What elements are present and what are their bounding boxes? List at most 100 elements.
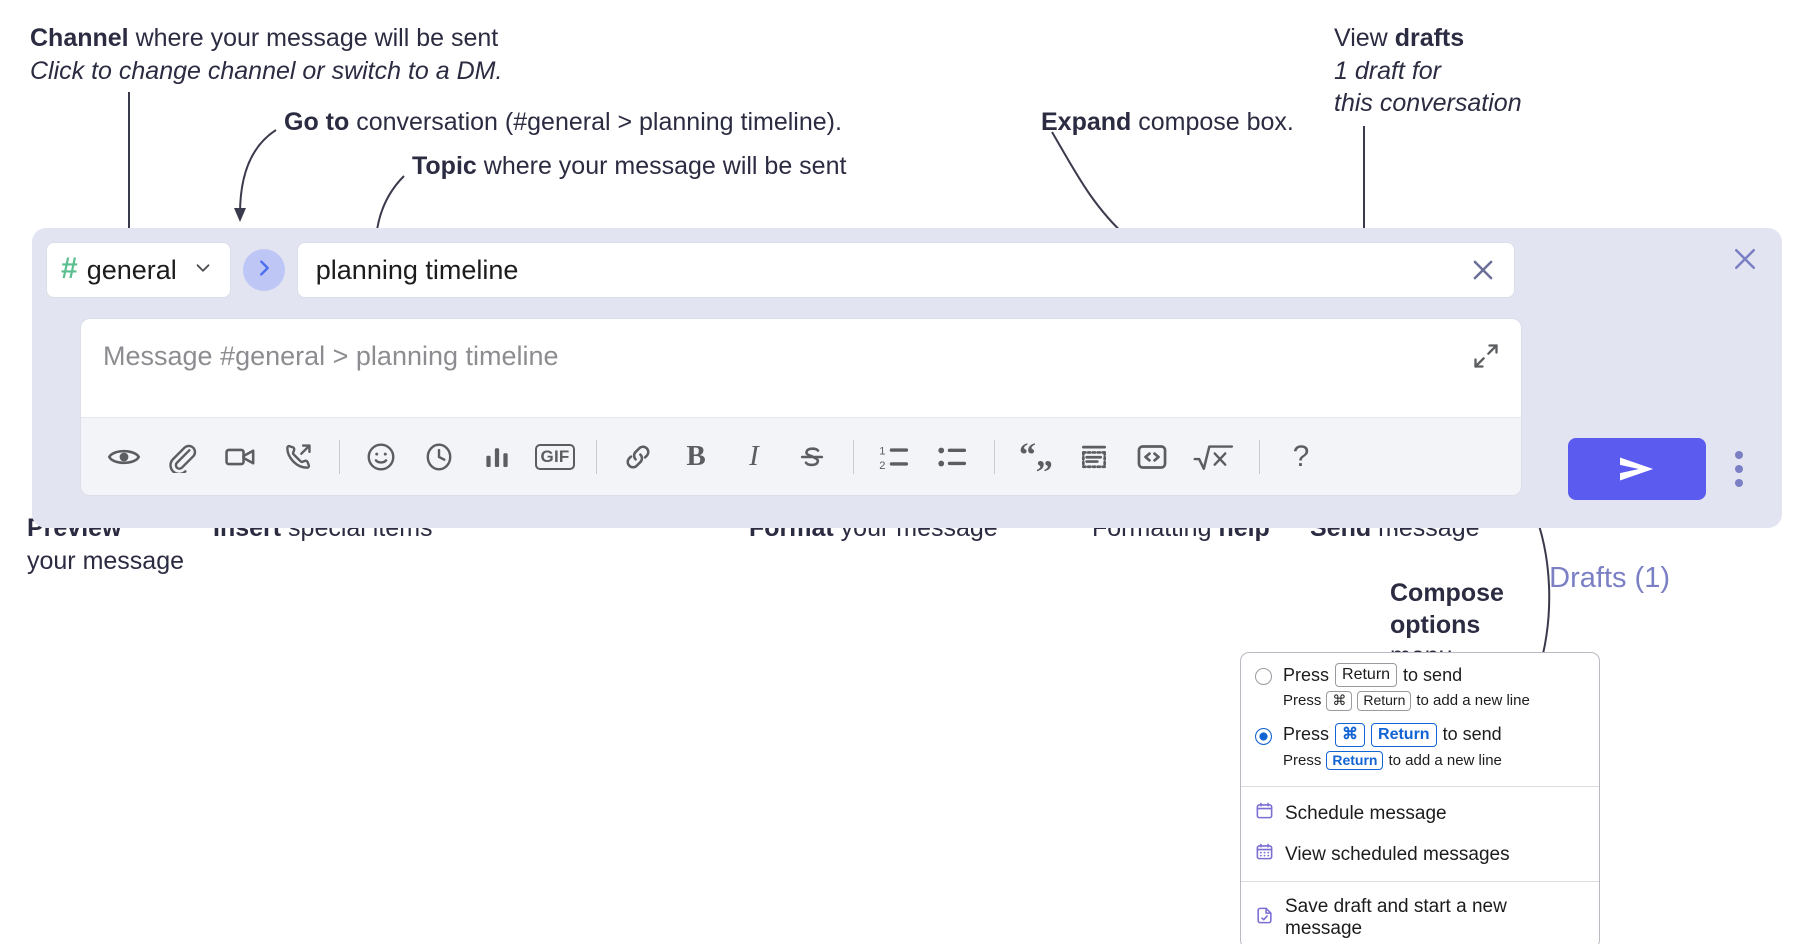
annotation-preview-line2: your message	[27, 546, 185, 575]
key-return: Return	[1335, 663, 1398, 687]
compose-options-button[interactable]	[1724, 444, 1754, 494]
annotation-channel-bold: Channel	[30, 24, 129, 52]
message-input[interactable]: Message #general > planning timeline	[81, 319, 1521, 419]
key-return: Return	[1326, 750, 1384, 770]
annotation-expand: Expand compose box.	[1041, 106, 1294, 139]
compose-options-menu: Press Return to send Press ⌘ Return to a…	[1240, 652, 1600, 944]
save-draft-icon	[1255, 906, 1274, 931]
gif-icon[interactable]: GIF	[531, 433, 579, 481]
annotation-goto: Go to conversation (#general > planning …	[284, 106, 842, 139]
help-label: ?	[1292, 439, 1310, 473]
annotation-compose-options-line2: options	[1390, 610, 1481, 639]
kebab-dot	[1735, 451, 1743, 459]
formatting-toolbar: GIF B I	[81, 417, 1521, 495]
italic-label: I	[749, 440, 759, 472]
bold-label: B	[686, 440, 706, 472]
annotation-expand-bold: Expand	[1041, 108, 1132, 136]
annotation-expand-rest: compose box.	[1131, 108, 1294, 136]
topic-input[interactable]: planning timeline	[296, 242, 1515, 298]
menu-item-view-scheduled-messages[interactable]: View scheduled messages	[1241, 834, 1599, 875]
svg-text:1: 1	[879, 445, 885, 457]
key-return: Return	[1357, 691, 1412, 711]
kebab-dot	[1735, 479, 1743, 487]
channel-selector[interactable]: # general	[46, 242, 231, 298]
clear-topic-icon[interactable]	[1466, 253, 1500, 287]
bold-icon[interactable]: B	[672, 433, 720, 481]
option-1-sub: Press ⌘ Return to add a new line	[1283, 691, 1530, 711]
annotation-drafts-line3: this conversation	[1334, 89, 1522, 117]
bulleted-list-icon[interactable]	[929, 433, 977, 481]
annotation-drafts: View drafts 1 draft for this conversatio…	[1334, 22, 1522, 120]
svg-text:2: 2	[879, 459, 885, 471]
ordered-list-icon[interactable]: 1 2	[871, 433, 919, 481]
option-1-pre: Press	[1283, 664, 1330, 685]
annotation-channel: Channel where your message will be sent …	[30, 22, 502, 87]
option-1-sub-post: to add a new line	[1416, 692, 1530, 710]
expand-icon[interactable]	[1469, 339, 1503, 373]
preview-icon[interactable]	[100, 433, 148, 481]
menu-divider	[1241, 786, 1599, 787]
italic-icon[interactable]: I	[730, 433, 778, 481]
huddle-icon[interactable]	[274, 433, 322, 481]
option-press-return-to-send[interactable]: Press Return to send Press ⌘ Return to a…	[1241, 653, 1599, 721]
attachment-icon[interactable]	[158, 433, 206, 481]
close-icon[interactable]	[1728, 242, 1762, 276]
chevron-down-icon	[192, 257, 214, 284]
radio-selected-icon[interactable]	[1255, 727, 1272, 745]
menu-item-save-draft[interactable]: Save draft and start a new message	[1241, 888, 1599, 944]
compose-header-row: # general planning timeline	[46, 242, 1515, 298]
help-icon[interactable]: ?	[1277, 433, 1325, 481]
annotation-compose-options-line1: Compose	[1390, 579, 1504, 607]
message-placeholder: Message #general > planning timeline	[103, 341, 559, 371]
send-arrow-icon	[1620, 457, 1654, 481]
option-2-post: to send	[1442, 724, 1502, 744]
annotation-drafts-line2: 1 draft for	[1334, 56, 1441, 85]
key-command: ⌘	[1335, 722, 1366, 747]
calendar-clock-icon	[1255, 801, 1274, 826]
key-command: ⌘	[1326, 691, 1353, 711]
toolbar-divider	[853, 439, 854, 474]
annotation-topic-rest: where your message will be sent	[476, 152, 847, 180]
toolbar-divider	[339, 439, 340, 474]
code-icon[interactable]	[1128, 433, 1176, 481]
option-1-main: Press Return to send	[1283, 663, 1530, 687]
annotation-topic-bold: Topic	[412, 152, 477, 180]
blockquote-icon[interactable]: “„	[1012, 433, 1060, 481]
annotation-channel-rest: where your message will be sent	[128, 24, 499, 52]
poll-icon[interactable]	[473, 433, 521, 481]
option-1-sub-pre: Press	[1283, 692, 1322, 710]
menu-item-schedule-message[interactable]: Schedule message	[1241, 793, 1599, 834]
link-icon[interactable]	[614, 433, 662, 481]
key-return: Return	[1371, 722, 1437, 747]
option-2-sub-post: to add a new line	[1388, 751, 1502, 769]
topic-value: planning timeline	[315, 254, 519, 285]
annotation-goto-rest: conversation (#general > planning timeli…	[349, 108, 842, 136]
emoji-icon[interactable]	[357, 433, 405, 481]
clock-icon[interactable]	[415, 433, 463, 481]
annotation-topic: Topic where your message will be sent	[412, 150, 846, 183]
goto-conversation-button[interactable]	[242, 249, 285, 291]
message-box: Message #general > planning timeline	[80, 318, 1522, 496]
option-press-cmd-return-to-send[interactable]: Press ⌘ Return to send Press Return to a…	[1241, 721, 1599, 781]
send-button[interactable]	[1568, 438, 1706, 500]
menu-item-label: Save draft and start a new message	[1285, 896, 1507, 939]
menu-divider	[1241, 881, 1599, 882]
option-2-sub-pre: Press	[1283, 751, 1322, 769]
gif-label: GIF	[534, 443, 576, 470]
math-icon[interactable]	[1186, 433, 1242, 481]
video-icon[interactable]	[216, 433, 264, 481]
toolbar-divider	[1259, 439, 1260, 474]
option-1-post: to send	[1403, 664, 1463, 685]
calendar-grid-icon	[1255, 842, 1274, 867]
toolbar-divider	[596, 439, 597, 474]
code-block-icon[interactable]	[1070, 433, 1118, 481]
annotation-goto-bold: Go to	[284, 108, 350, 136]
drafts-link[interactable]: Drafts (1)	[1549, 562, 1670, 594]
channel-name-label: general	[86, 254, 177, 285]
radio-unselected-icon[interactable]	[1255, 668, 1272, 685]
blockquote-glyph: “„	[1019, 437, 1053, 475]
strikethrough-icon[interactable]	[788, 433, 836, 481]
compose-panel: # general planning timeline	[32, 228, 1782, 594]
menu-item-label: View scheduled messages	[1285, 843, 1510, 865]
chevron-right-icon	[253, 257, 275, 284]
